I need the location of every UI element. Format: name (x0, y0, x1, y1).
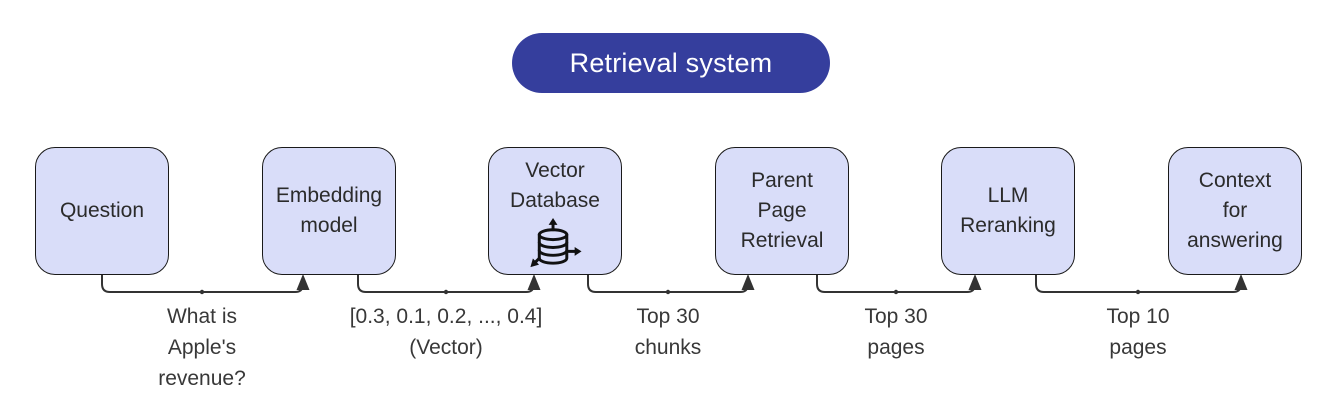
edge-label-parent-page-retrieval-to-llm-reranking: Top 30 pages (864, 305, 928, 359)
node-parent-page-retrieval: Parent Page Retrieval (715, 147, 849, 275)
edge-midpoint-dot (1135, 289, 1141, 295)
edge-llm-reranking-to-context-for-answering (1035, 274, 1248, 295)
edge-label-embedding-model-to-vector-database: [0.3, 0.1, 0.2, ..., 0.4] (Vector) (349, 305, 543, 359)
arrow-head-icon (296, 274, 310, 290)
edge-label-llm-reranking-to-context-for-answering: Top 10 pages (1106, 305, 1170, 359)
edge-path (1035, 275, 1242, 293)
node-context-for-answering: Context for answering (1168, 147, 1302, 275)
edge-parent-page-retrieval-to-llm-reranking (816, 274, 982, 295)
edge-question-to-embedding-model (101, 274, 310, 295)
node-embedding-model: Embedding model (262, 147, 396, 275)
arrow-head-icon (741, 274, 755, 290)
node-question: Question (35, 147, 169, 275)
edge-label-question-to-embedding-model: What is Apple's revenue? (158, 305, 246, 390)
arrow-head-icon (968, 274, 982, 290)
edge-label-vector-database-to-parent-page-retrieval: Top 30 chunks (634, 305, 702, 359)
node-llm-reranking: LLM Reranking (941, 147, 1075, 275)
edge-midpoint-dot (443, 289, 449, 295)
edge-path (357, 275, 535, 293)
node-label: Parent Page Retrieval (740, 169, 824, 252)
node-label: Question (59, 199, 145, 222)
node-label: Context for answering (1187, 169, 1283, 252)
node-vector-database: Vector Database (488, 147, 622, 275)
arrow-head-icon (1234, 274, 1248, 290)
edge-path (101, 275, 304, 293)
database-sync-icon (530, 217, 582, 268)
title-label: Retrieval system (569, 47, 773, 78)
node-label: Embedding model (275, 184, 383, 237)
edge-midpoint-dot (893, 289, 899, 295)
edge-midpoint-dot (199, 289, 205, 295)
title-pill: Retrieval system (512, 33, 830, 93)
edge-path (587, 275, 749, 293)
edge-embedding-model-to-vector-database (357, 274, 541, 295)
edge-vector-database-to-parent-page-retrieval (587, 274, 755, 295)
arrow-head-icon (527, 274, 541, 290)
node-label: Vector Database (510, 159, 600, 212)
edge-midpoint-dot (665, 289, 671, 295)
node-label: LLM Reranking (960, 184, 1056, 237)
edge-path (816, 275, 976, 293)
